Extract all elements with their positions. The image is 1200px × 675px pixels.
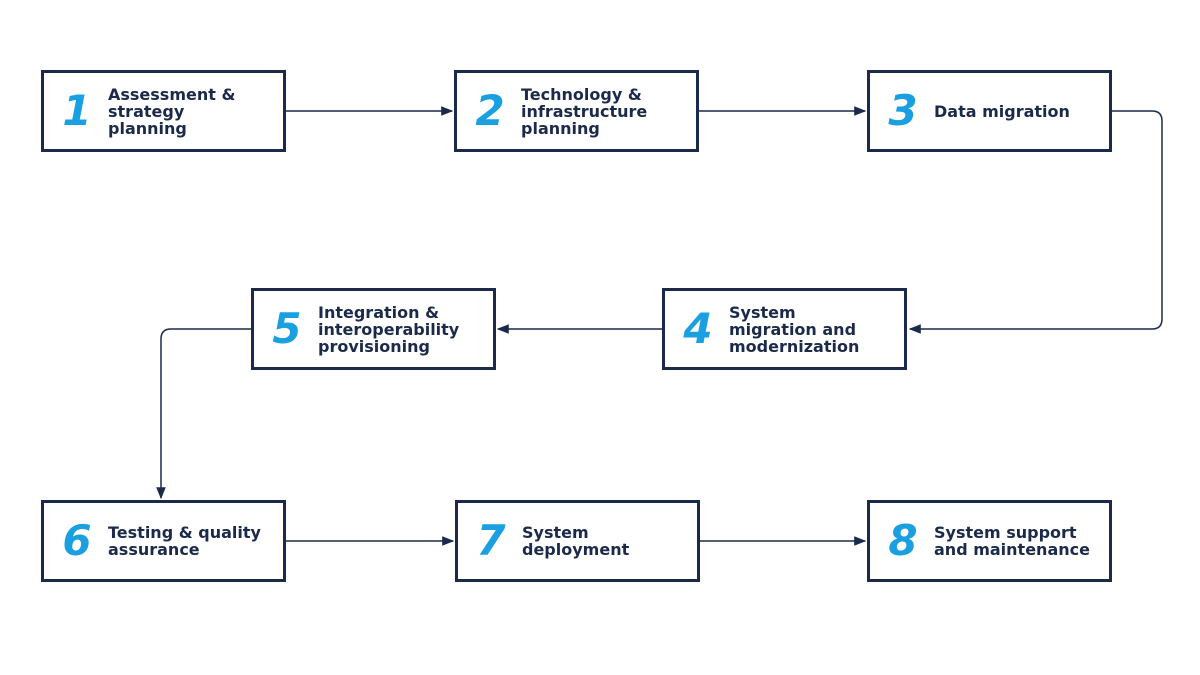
step-label-1: Assessment & strategy planning [108, 84, 236, 138]
step-label-7: System deployment [522, 523, 630, 559]
arrow-3-to-4 [908, 110, 1163, 334]
step-box-6: 6 Testing & quality assurance [41, 500, 286, 582]
step-box-8: 8 System support and maintenance [867, 500, 1112, 582]
step-number-6: 6 [62, 516, 92, 565]
step-number-2: 2 [475, 86, 505, 135]
step-box-4: 4 System migration and modernization [662, 288, 907, 370]
step-label-6: Testing & quality assurance [108, 523, 261, 559]
step-box-1: 1 Assessment & strategy planning [41, 70, 286, 152]
step-number-3: 3 [888, 86, 918, 135]
step-number-5: 5 [272, 304, 302, 353]
step-box-2: 2 Technology & infrastructure planning [454, 70, 699, 152]
arrow-5-to-6 [156, 328, 251, 500]
step-number-1: 1 [62, 86, 92, 135]
step-box-7: 7 System deployment [455, 500, 700, 582]
step-box-5: 5 Integration & interoperability provisi… [251, 288, 496, 370]
step-number-4: 4 [683, 304, 713, 353]
step-label-2: Technology & infrastructure planning [521, 84, 648, 138]
step-box-3: 3 Data migration [867, 70, 1112, 152]
step-number-8: 8 [888, 516, 918, 565]
step-label-8: System support and maintenance [934, 523, 1090, 559]
step-label-5: Integration & interoperability provision… [318, 302, 460, 356]
step-label-3: Data migration [934, 101, 1070, 121]
step-label-4: System migration and modernization [729, 302, 860, 356]
step-number-7: 7 [476, 516, 506, 565]
